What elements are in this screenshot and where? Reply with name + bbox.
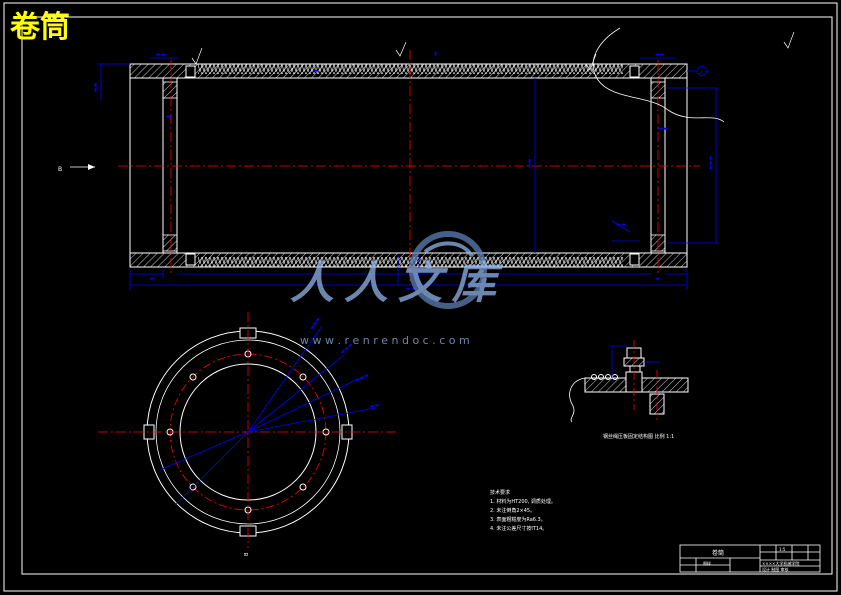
title-block-name: 卷筒: [712, 549, 724, 557]
technical-notes-heading: 技术要求: [490, 490, 511, 496]
technical-notes: 技术要求 1. 材料为HT200, 调质处理。 2. 未注倒角2×45。 3. …: [490, 489, 556, 534]
title-block-school: ××××大学机械学院: [762, 560, 799, 566]
watermark-brand: 人人文库: [290, 258, 506, 309]
break-line: [592, 27, 725, 123]
svg-text:▬: ▬: [655, 276, 660, 282]
svg-text:▬▬: ▬▬: [658, 126, 668, 132]
svg-text:▬▬: ▬▬: [655, 52, 665, 58]
title-block-row2: 图样: [703, 560, 711, 566]
view-label-b: B: [58, 166, 62, 173]
outer-frame: [3, 2, 838, 592]
watermark-url: w w w . r e n r e n d o c . c o m: [300, 334, 470, 347]
centerlines-section: [118, 50, 700, 285]
svg-text:▬▬: ▬▬: [406, 286, 416, 292]
svg-text:▬▬▬: ▬▬▬: [708, 156, 714, 170]
svg-text:▬▬: ▬▬: [156, 52, 166, 58]
title-block-scale: 1:5: [779, 547, 786, 552]
svg-text:▬: ▬: [313, 68, 318, 74]
view-arrow-b: B: [58, 164, 95, 173]
svg-text:▬: ▬: [433, 51, 439, 56]
drawing-title: 卷筒: [10, 10, 70, 45]
dimensions-detail: [610, 345, 660, 378]
technical-note-2: 2. 未注倒角2×45。: [490, 508, 536, 514]
svg-text:▬▬: ▬▬: [369, 402, 380, 410]
svg-text:▬: ▬: [150, 276, 155, 282]
svg-text:▬▬: ▬▬: [93, 82, 99, 92]
svg-text:A: A: [700, 70, 703, 75]
svg-text:▬▬: ▬▬: [616, 222, 626, 228]
centerlines-end: [98, 312, 398, 548]
svg-text:▬: ▬: [166, 114, 171, 120]
technical-note-3: 3. 表面粗糙度为Ra6.3。: [490, 517, 546, 523]
dimensions-end: [159, 325, 376, 506]
technical-note-4: 4. 未注公差尺寸按IT14。: [490, 526, 548, 532]
detail-caption: 钢丝绳压板固定结构图 比例 1:1: [603, 433, 674, 440]
technical-note-1: 1. 材料为HT200, 调质处理。: [490, 499, 556, 505]
svg-text:▬▬: ▬▬: [527, 158, 533, 168]
detail-view: [569, 347, 689, 423]
watermark-logo: 人人文库 w w w . r e n r e n d o c . c o m: [290, 231, 506, 347]
section-view: [129, 63, 688, 268]
svg-text:▬▬▬: ▬▬▬: [354, 372, 370, 384]
title-block-row3: 设计 制图 审核: [762, 566, 789, 572]
title-block: [679, 544, 821, 573]
dim-labels-section: ▬▬ ▬ ▬ ▬▬ ▬▬▬ ▬▬ ▬▬ ▬▬ ▬ ▬ ▬▬ ▬ ▬▬ A: [93, 51, 714, 292]
inner-frame: [21, 16, 833, 575]
centerlines-detail: [633, 340, 658, 420]
section-label-b: B: [244, 552, 250, 556]
